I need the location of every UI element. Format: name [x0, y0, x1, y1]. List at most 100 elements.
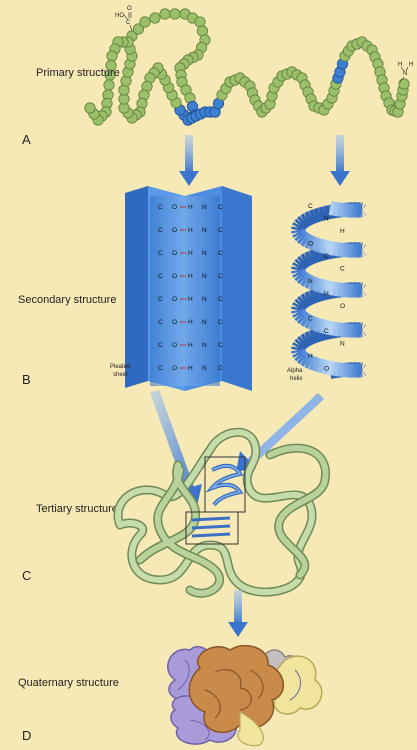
sheet-highlight-box	[185, 511, 239, 545]
residue-bead	[139, 16, 151, 28]
residue-bead	[120, 75, 132, 87]
sheet-atom: C	[218, 250, 223, 257]
sheet-hydrogen-bonds: C O H N C C N H O C C O H N C C N H O C C O H N C C N H O C C O H N C C N H O C	[158, 204, 223, 372]
sheet-atom: C	[218, 342, 223, 349]
residue-bead	[103, 79, 115, 91]
sheet-atom: O	[172, 204, 177, 211]
residue-bead	[132, 23, 145, 35]
secondary-structure-label: Secondary structure	[18, 294, 116, 306]
tertiary-ribbon	[113, 427, 330, 598]
sheet-atom: O	[172, 319, 177, 326]
sheet-atom: C	[158, 250, 163, 257]
carboxyl-o-label: O	[127, 6, 132, 12]
helix-atom: N	[340, 341, 345, 348]
residue-bead	[159, 8, 171, 20]
amino-n-label: N	[403, 71, 407, 77]
sheet-atom: C	[218, 273, 223, 280]
panel-letter-a: A	[22, 132, 31, 147]
sheet-atom: C	[158, 365, 163, 372]
sheet-atom: N	[202, 227, 207, 234]
sheet-atom: C	[158, 227, 163, 234]
sheet-atom: H	[188, 273, 193, 280]
carboxyl-c-label: C	[126, 20, 131, 26]
sheet-atom: O	[172, 365, 177, 372]
residue-bead	[118, 84, 130, 96]
sheet-atom: N	[202, 319, 207, 326]
amino-h2-label: H	[409, 62, 413, 68]
panel-letter-d: D	[22, 728, 31, 743]
sheet-atom: H	[188, 319, 193, 326]
tertiary-structure-label: Tertiary structure	[36, 503, 118, 515]
sheet-atom: N	[202, 204, 207, 211]
arrow-to-pleated-sheet	[179, 135, 199, 186]
arrow-to-alpha-helix	[330, 135, 350, 186]
residue-bead	[149, 12, 161, 24]
carboxyl-end-group: HO C O	[115, 6, 133, 32]
residue-bead	[169, 8, 181, 20]
amino-end-group: H N H	[398, 62, 413, 83]
sheet-atom: N	[202, 296, 207, 303]
helix-atom: O	[324, 366, 329, 373]
sheet-atom: N	[202, 273, 207, 280]
sheet-atom: H	[188, 250, 193, 257]
helix-atom: C	[308, 316, 313, 323]
quaternary-structure-label: Quaternary structure	[18, 677, 119, 689]
helix-atom: C	[324, 253, 329, 260]
sheet-atom: N	[202, 365, 207, 372]
residue-bead	[84, 102, 96, 114]
helix-atom: C	[340, 266, 345, 273]
sheet-atom: C	[158, 319, 163, 326]
sheet-atom: N	[202, 342, 207, 349]
amino-h1-label: H	[398, 62, 402, 68]
helix-atom: C	[324, 328, 329, 335]
helix-atom: N	[308, 278, 313, 285]
sheet-atom: C	[218, 365, 223, 372]
pleated-sheet: C O H N C C N H O C C O H N C C N H O C C O H N C C N H O C C O H N C C N H O C	[125, 186, 252, 391]
alpha-helix: C N H O C C N H O C C N H O	[291, 201, 367, 379]
helix-atom: N	[324, 216, 329, 223]
sheet-atom: C	[218, 227, 223, 234]
helix-atom: H	[340, 228, 345, 235]
sheet-atom: H	[188, 342, 193, 349]
panel-letter-c: C	[22, 568, 31, 583]
sheet-atom: C	[158, 296, 163, 303]
primary-structure-chain	[84, 8, 410, 126]
helix-atom: H	[308, 353, 313, 360]
subunit-yellow-lower	[237, 710, 264, 747]
pleated-caption-1: Pleated	[110, 364, 130, 370]
quaternary-complex	[167, 644, 323, 747]
sheet-atom: O	[172, 273, 177, 280]
primary-structure-label: Primary structure	[36, 67, 120, 79]
helix-atom: O	[340, 303, 345, 310]
pleated-caption-2: sheet	[113, 372, 128, 378]
sheet-atom: O	[172, 227, 177, 234]
helix-hydrogen-bonds: C N H O C C N H O C C N H O	[308, 203, 345, 373]
panel-letter-b: B	[22, 372, 31, 387]
sheet-atom: O	[172, 296, 177, 303]
helix-atom: C	[308, 203, 313, 210]
helix-caption-1: Alpha	[287, 368, 303, 374]
sheet-atom: N	[202, 250, 207, 257]
residue-bead	[106, 50, 118, 62]
sheet-atom: C	[158, 273, 163, 280]
helix-caption-2: helix	[290, 376, 302, 382]
arrow-to-quaternary	[228, 590, 248, 637]
sheet-atom: H	[188, 204, 193, 211]
sheet-atom: H	[188, 227, 193, 234]
helix-atom: H	[324, 291, 329, 298]
sheet-atom: C	[158, 342, 163, 349]
sheet-atom: C	[218, 204, 223, 211]
sheet-atom: H	[188, 365, 193, 372]
subunit-orange	[188, 644, 284, 734]
sheet-atom: C	[158, 204, 163, 211]
sheet-atom: O	[172, 250, 177, 257]
sheet-atom: H	[188, 296, 193, 303]
sheet-atom: C	[218, 319, 223, 326]
residue-bead	[398, 78, 410, 90]
helix-atom: O	[308, 241, 313, 248]
carboxyl-ho-label: HO	[115, 13, 124, 19]
sheet-atom: O	[172, 342, 177, 349]
sheet-atom: C	[218, 296, 223, 303]
